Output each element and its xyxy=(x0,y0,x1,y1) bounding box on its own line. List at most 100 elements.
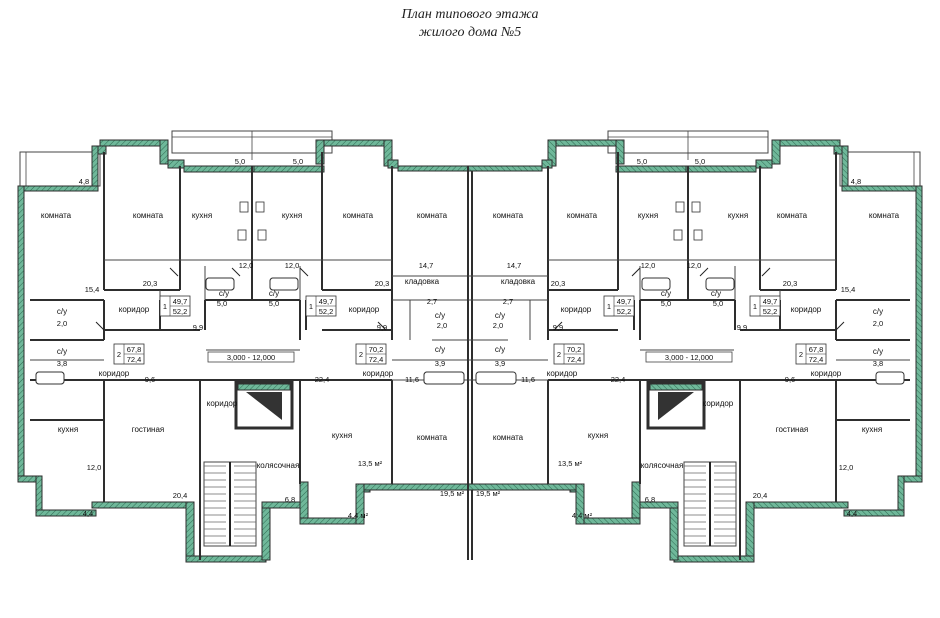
room-gostinaya: гостиная xyxy=(132,425,165,434)
room-su: с/у xyxy=(495,311,505,320)
area-value: 13,5 м² xyxy=(558,459,583,468)
apartment-total-area: 72,4 xyxy=(127,355,142,364)
room-su: с/у xyxy=(57,307,67,316)
labels: комната комната комната комната кухня кухня ку… xyxy=(41,157,900,520)
apartment-living-area: 49,7 xyxy=(763,297,778,306)
area-value: 2,7 xyxy=(427,297,437,306)
apartment-living-area: 67,8 xyxy=(809,345,824,354)
apartment-living-area: 70,2 xyxy=(369,345,384,354)
area-value: 2,0 xyxy=(873,319,883,328)
area-value: 4,4 м² xyxy=(348,511,369,520)
apartment-total-area: 72,4 xyxy=(369,355,384,364)
room-kladovka: кладовка xyxy=(405,277,440,286)
apartment-rooms: 1 xyxy=(607,302,611,311)
room-kolyasochnaya: колясочная xyxy=(257,461,300,470)
room-koridor: коридор xyxy=(99,369,130,378)
room-su: с/у xyxy=(219,289,229,298)
apartment-rooms: 1 xyxy=(753,302,757,311)
area-value: 12,0 xyxy=(641,261,656,270)
area-value: 19,5 м² xyxy=(476,489,501,498)
apartment-rooms: 2 xyxy=(359,350,363,359)
area-value: 4,4 м² xyxy=(572,511,593,520)
plan-title-line2: жилого дома №5 xyxy=(418,25,522,40)
room-su: с/у xyxy=(435,345,445,354)
room-komnata: комната xyxy=(493,211,524,220)
room-koridor: коридор xyxy=(363,369,394,378)
area-value: 12,0 xyxy=(687,261,702,270)
apartment-total-area: 72,4 xyxy=(809,355,824,364)
area-value: 13,5 м² xyxy=(358,459,383,468)
area-value: 4,8 xyxy=(851,177,861,186)
area-value: 2,0 xyxy=(437,321,447,330)
apartment-total-area: 52,2 xyxy=(763,307,778,316)
area-value: 9,9 xyxy=(193,323,203,332)
area-value: 6,8 xyxy=(285,495,295,504)
apartment-rooms: 2 xyxy=(799,350,803,359)
room-koridor: коридор xyxy=(119,305,150,314)
room-kuhnya: кухня xyxy=(192,211,212,220)
area-value: 4,4 xyxy=(83,509,93,518)
area-value: 12,0 xyxy=(239,261,254,270)
room-komnata: комната xyxy=(417,211,448,220)
room-su: с/у xyxy=(873,307,883,316)
area-value: 2,7 xyxy=(503,297,513,306)
area-value: 14,7 xyxy=(507,261,522,270)
area-value: 12,0 xyxy=(285,261,300,270)
area-value: 19,5 м² xyxy=(440,489,465,498)
area-value: 9,9 xyxy=(377,323,387,332)
area-value: 5,0 xyxy=(235,157,245,166)
area-value: 6,8 xyxy=(645,495,655,504)
area-value: 14,7 xyxy=(419,261,434,270)
apartment-living-area: 49,7 xyxy=(319,297,334,306)
area-value: 20,3 xyxy=(375,279,390,288)
room-kuhnya: кухня xyxy=(728,211,748,220)
room-su: с/у xyxy=(435,311,445,320)
area-value: 2,0 xyxy=(493,321,503,330)
room-komnata: комната xyxy=(869,211,900,220)
axis-label: 3,000 - 12,000 xyxy=(227,353,275,362)
area-value: 5,0 xyxy=(695,157,705,166)
apartment-total-area: 52,2 xyxy=(319,307,334,316)
area-value: 2,0 xyxy=(57,319,67,328)
area-value: 11,6 xyxy=(405,375,419,384)
room-koridor: коридор xyxy=(561,305,592,314)
area-value: 9,6 xyxy=(785,375,795,384)
area-value: 5,0 xyxy=(269,299,279,308)
room-kuhnya: кухня xyxy=(862,425,882,434)
apartment-total-area: 52,2 xyxy=(173,307,188,316)
room-koridor: коридор xyxy=(547,369,578,378)
room-su: с/у xyxy=(269,289,279,298)
area-value: 3,8 xyxy=(873,359,883,368)
room-kuhnya: кухня xyxy=(332,431,352,440)
area-value: 20,3 xyxy=(783,279,798,288)
walls xyxy=(17,130,923,563)
apartment-living-area: 70,2 xyxy=(567,345,582,354)
area-value: 20,3 xyxy=(143,279,158,288)
room-komnata: комната xyxy=(133,211,164,220)
area-value: 12,0 xyxy=(87,463,102,472)
room-su: с/у xyxy=(661,289,671,298)
room-koridor: коридор xyxy=(349,305,380,314)
apartment-living-area: 49,7 xyxy=(173,297,188,306)
apartment-total-area: 72,4 xyxy=(567,355,582,364)
room-komnata: комната xyxy=(417,433,448,442)
room-koridor: коридор xyxy=(811,369,842,378)
area-value: 3,8 xyxy=(57,359,67,368)
room-komnata: комната xyxy=(41,211,72,220)
area-value: 22,4 xyxy=(315,375,330,384)
area-value: 9,6 xyxy=(145,375,155,384)
area-value: 3,9 xyxy=(495,359,505,368)
area-value: 20,3 xyxy=(551,279,566,288)
room-koridor: коридор xyxy=(791,305,822,314)
area-value: 5,0 xyxy=(637,157,647,166)
plan-title-line1: План типового этажа xyxy=(401,7,539,22)
area-value: 9,9 xyxy=(553,323,563,332)
room-koridor: коридор xyxy=(207,399,238,408)
area-value: 12,0 xyxy=(839,463,854,472)
room-koridor: коридор xyxy=(703,399,734,408)
area-value: 15,4 xyxy=(85,285,100,294)
area-value: 22,4 xyxy=(611,375,626,384)
apartment-rooms: 1 xyxy=(163,302,167,311)
area-value: 20,4 xyxy=(753,491,768,500)
